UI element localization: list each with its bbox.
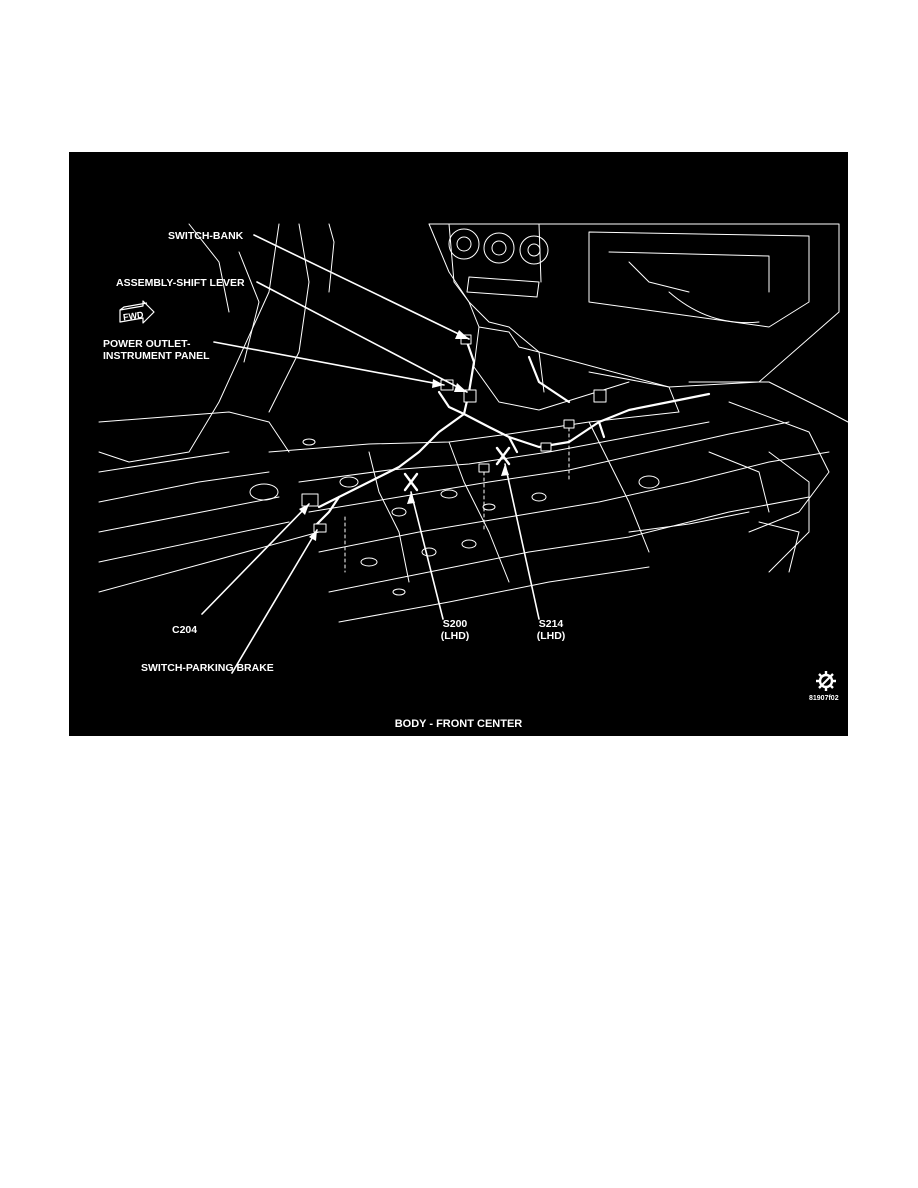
fwd-arrow-icon: FWD bbox=[119, 300, 155, 324]
callout-power-outlet-line2: INSTRUMENT PANEL bbox=[103, 350, 210, 362]
callout-power-outlet-line1: POWER OUTLET- bbox=[103, 338, 191, 350]
callout-s214: S214 bbox=[538, 618, 564, 630]
fwd-label: FWD bbox=[122, 310, 144, 323]
callout-c204: C204 bbox=[172, 624, 198, 636]
callout-switch-bank: SWITCH-BANK bbox=[168, 230, 244, 242]
vehicle-linework bbox=[98, 223, 848, 674]
callout-s214-lhd: (LHD) bbox=[536, 630, 566, 642]
service-gear-icon bbox=[816, 671, 836, 691]
figure-code: 81907f02 bbox=[809, 695, 839, 702]
figure-caption: BODY - FRONT CENTER bbox=[394, 718, 523, 730]
callout-assembly-shift-lever: ASSEMBLY-SHIFT LEVER bbox=[116, 277, 245, 289]
wiring-diagram-figure: FWD SWITCH-BANK ASSEMBLY-SHIFT LEVER POW… bbox=[69, 152, 848, 736]
callout-s200: S200 bbox=[442, 618, 468, 630]
callout-s200-lhd: (LHD) bbox=[440, 630, 470, 642]
callout-switch-parking-brake: SWITCH-PARKING BRAKE bbox=[141, 662, 274, 674]
